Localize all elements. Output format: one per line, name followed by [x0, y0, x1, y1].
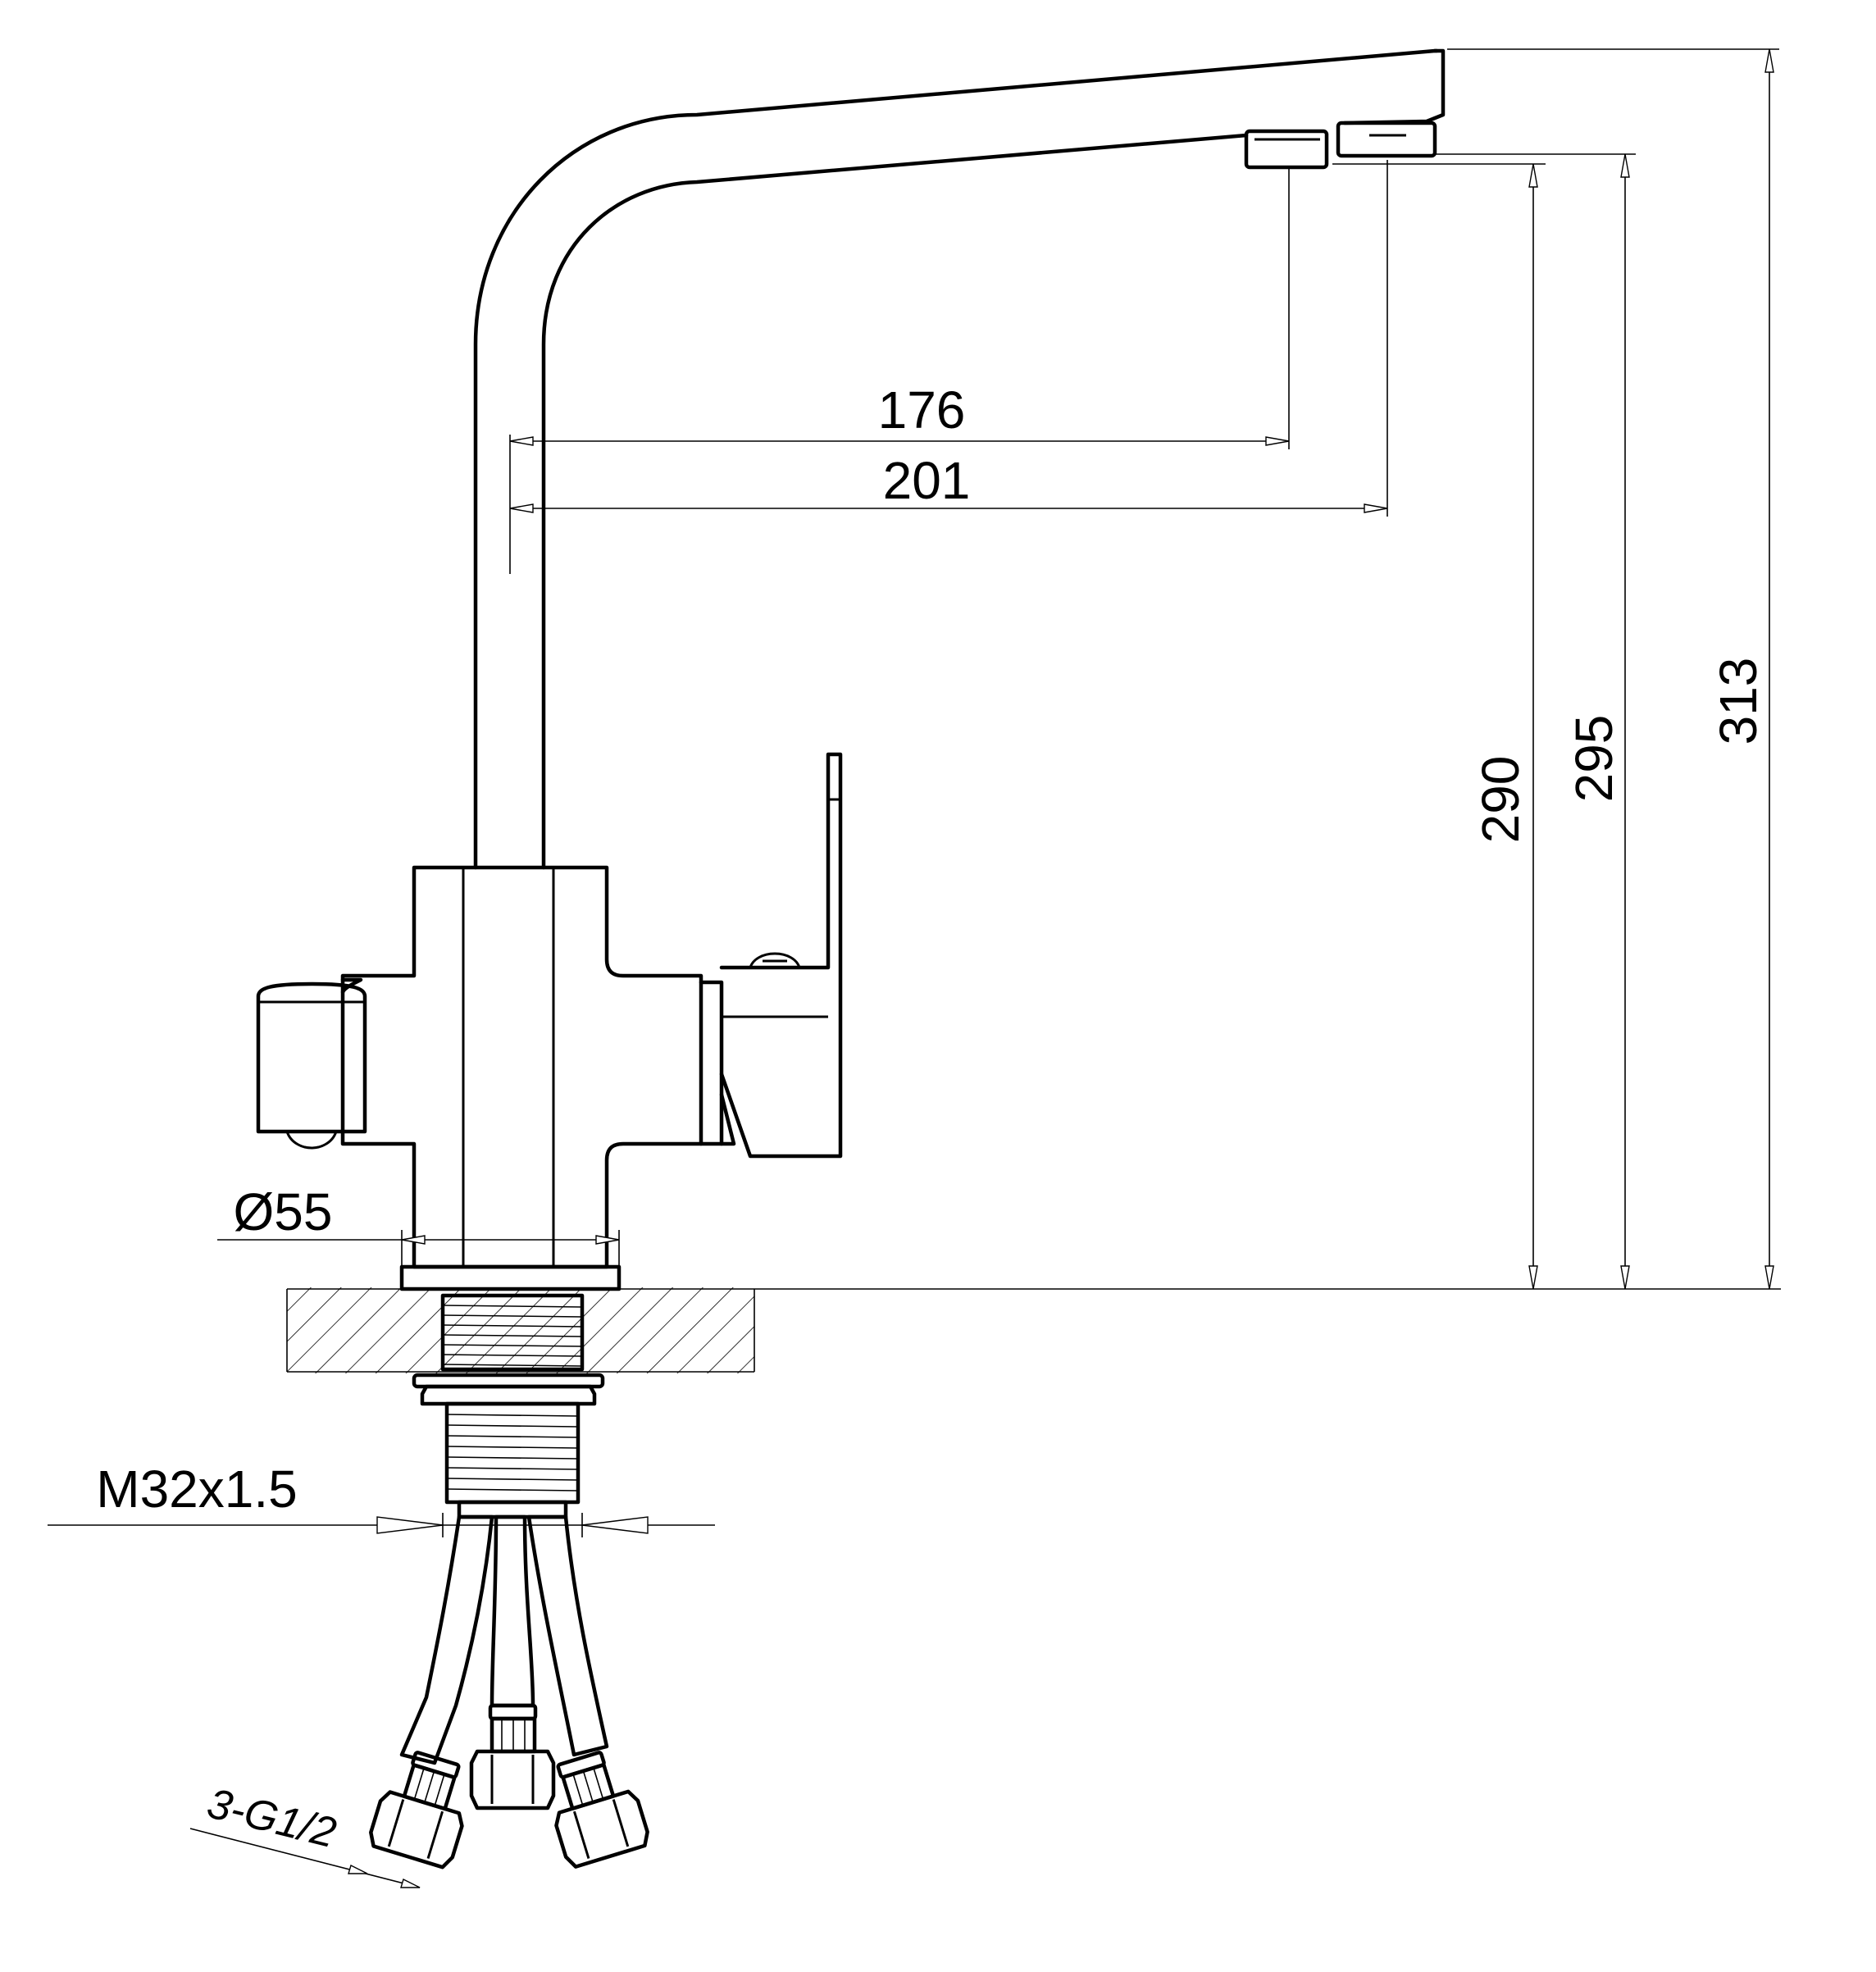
- aerator-outlet-2: [1336, 121, 1437, 158]
- dimension-height-290: 290: [1332, 163, 1546, 1290]
- dimension-label-290: 290: [1471, 756, 1530, 844]
- mixer-body: [340, 865, 704, 1291]
- dimension-label-176: 176: [878, 380, 966, 439]
- dimension-label-thread: M32x1.5: [96, 1460, 297, 1519]
- dimension-label-313: 313: [1709, 658, 1768, 745]
- countertop-section: [286, 1287, 1781, 1373]
- dimension-label-295: 295: [1564, 715, 1623, 803]
- spout: [473, 48, 1446, 870]
- dimension-base-diameter: Ø55: [217, 1182, 620, 1267]
- dimension-reach-176: 176: [509, 168, 1290, 574]
- dimension-label-hose: 3-G1/2: [203, 1779, 340, 1857]
- dimension-thread: M32x1.5: [48, 1460, 715, 1537]
- dimension-height-295: 295: [1435, 153, 1636, 1290]
- lever-handle: [699, 752, 843, 1159]
- aerator-outlet-1: [1244, 129, 1329, 170]
- base-plate: [399, 1264, 622, 1291]
- dimension-label-201: 201: [883, 451, 971, 510]
- dimension-label-diameter: Ø55: [234, 1182, 333, 1241]
- filter-water-knob: [256, 977, 367, 1150]
- flexible-hoses: [369, 1514, 649, 1870]
- dimension-reach-201: 201: [509, 160, 1388, 517]
- dimension-height-313: 313: [1447, 48, 1779, 1290]
